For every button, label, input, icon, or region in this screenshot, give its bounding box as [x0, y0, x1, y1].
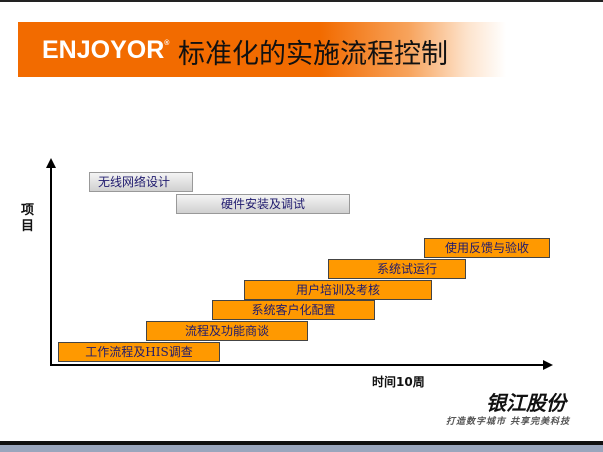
- task-bar-trial-run: 系统试运行: [328, 259, 466, 279]
- registered-mark: ®: [164, 40, 170, 47]
- task-bar-process-discussion: 流程及功能商谈: [146, 321, 308, 341]
- x-axis-label: 时间10周: [372, 375, 425, 389]
- footer-slogan: 打造数字城市 共享完美科技: [446, 417, 571, 427]
- enjoyor-logo: ENJOYOR®: [42, 36, 169, 65]
- y-axis-label: 项目: [21, 203, 35, 234]
- y-axis-arrow-icon: [46, 158, 56, 168]
- top-border: [0, 0, 603, 2]
- x-axis: [50, 364, 544, 366]
- footer-divider: [0, 441, 603, 445]
- x-axis-arrow-icon: [543, 360, 553, 370]
- task-bar-customization: 系统客户化配置: [212, 300, 375, 320]
- logo-text: ENJOYOR: [42, 36, 165, 64]
- footer-band: [0, 445, 603, 452]
- task-bar-user-training: 用户培训及考核: [244, 280, 432, 300]
- task-bar-wireless-design: 无线网络设计: [89, 172, 193, 192]
- header-banner: ENJOYOR® 标准化的实施流程控制: [18, 22, 506, 77]
- task-bar-his-survey: 工作流程及HIS调查: [58, 342, 220, 362]
- y-axis: [50, 166, 52, 366]
- footer-brand: 银江股份: [486, 391, 566, 415]
- task-bar-feedback-acceptance: 使用反馈与验收: [424, 238, 550, 258]
- task-bar-hardware-install: 硬件安装及调试: [176, 194, 350, 214]
- page-title: 标准化的实施流程控制: [178, 39, 448, 70]
